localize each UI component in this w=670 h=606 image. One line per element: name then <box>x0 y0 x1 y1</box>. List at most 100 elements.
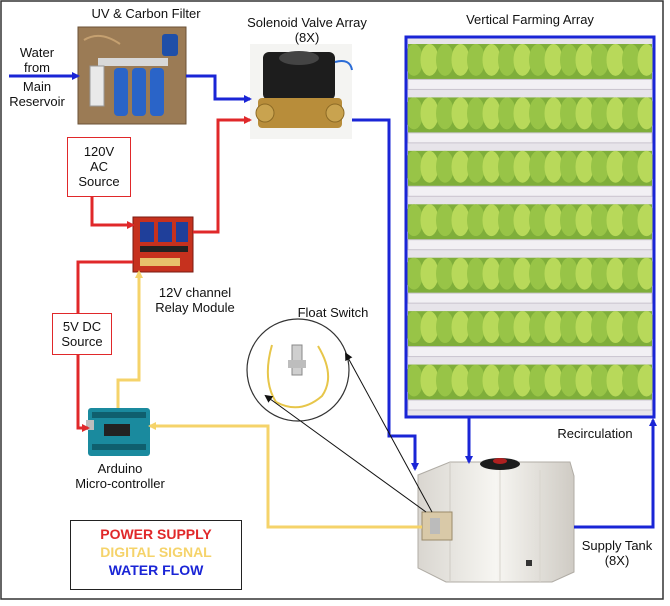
plant-leaf <box>575 150 594 183</box>
plant-leaf <box>420 150 439 183</box>
relay-module-photo <box>132 216 194 273</box>
supply-tank-photo <box>417 458 575 583</box>
plant-leaf <box>591 204 609 237</box>
plant-leaf <box>436 257 454 290</box>
plant-leaf <box>606 257 625 290</box>
plant-leaf <box>622 204 640 237</box>
plant-leaf <box>436 44 454 76</box>
plant-leaf <box>622 150 640 183</box>
solenoid-valve-photo <box>250 44 353 139</box>
plant-leaf <box>575 257 594 290</box>
float-pointer-lines <box>264 352 433 513</box>
dc-line1: 5V DC <box>62 319 102 334</box>
plant-leaf <box>498 44 516 76</box>
relay-label-line1: 12V channel <box>158 285 232 300</box>
ac-line3: Source <box>78 174 120 189</box>
plant-leaf <box>498 364 516 397</box>
plant-leaf <box>405 364 423 397</box>
uv-filter-photo <box>77 26 187 125</box>
plant-leaf <box>436 311 454 344</box>
plant-leaf <box>482 204 501 237</box>
plant-leaf <box>436 364 454 397</box>
uv-filter-label: UV & Carbon Filter <box>91 6 201 21</box>
plant-leaf <box>606 150 625 183</box>
plant-leaf <box>637 311 656 344</box>
plant-leaf <box>606 44 625 76</box>
arduino-label-line2: Micro-controller <box>75 476 165 491</box>
plant-leaf <box>529 204 547 237</box>
plant-leaf <box>451 97 470 130</box>
plant-leaf <box>637 257 656 290</box>
ac-line2: AC <box>89 159 109 174</box>
plant-leaf <box>405 311 423 344</box>
tank-label-line1: Supply Tank <box>581 538 653 553</box>
plant-leaf <box>498 257 516 290</box>
plant-leaf <box>544 257 563 290</box>
plant-leaf <box>591 97 609 130</box>
plant-leaf <box>560 204 578 237</box>
plant-leaf <box>513 204 532 237</box>
plant-leaf <box>606 97 625 130</box>
plant-leaf <box>637 364 656 397</box>
plant-leaf <box>575 44 594 76</box>
plant-leaf <box>560 150 578 183</box>
plant-leaf <box>529 364 547 397</box>
plant-leaf <box>436 97 454 130</box>
float-switch-photo <box>246 318 350 422</box>
plant-leaf <box>513 97 532 130</box>
plant-leaf <box>451 364 470 397</box>
plant-leaf <box>529 311 547 344</box>
farm-shelves <box>405 44 656 411</box>
plant-leaf <box>482 150 501 183</box>
plant-leaf <box>451 311 470 344</box>
plant-leaf <box>451 150 470 183</box>
plant-leaf <box>606 364 625 397</box>
plant-leaf <box>420 44 439 76</box>
float-label: Float Switch <box>297 305 369 320</box>
plant-leaf <box>560 44 578 76</box>
shelf-board <box>407 239 653 251</box>
plant-leaf <box>451 204 470 237</box>
plant-leaf <box>637 150 656 183</box>
plant-leaf <box>606 204 625 237</box>
plant-leaf <box>420 97 439 130</box>
plant-leaf <box>591 44 609 76</box>
plant-leaf <box>606 311 625 344</box>
plant-leaf <box>529 97 547 130</box>
shelf-board <box>407 346 653 358</box>
water-source-line3: Main <box>22 79 52 94</box>
plant-leaf <box>467 97 485 130</box>
plant-leaf <box>436 150 454 183</box>
relay-label-line2: Relay Module <box>155 300 235 315</box>
plant-leaf <box>560 97 578 130</box>
plant-leaf <box>405 150 423 183</box>
plant-leaf <box>622 257 640 290</box>
solenoid-label: Solenoid Valve Array <box>247 15 367 30</box>
plant-leaf <box>560 311 578 344</box>
plant-leaf <box>544 44 563 76</box>
plant-leaf <box>591 257 609 290</box>
water-flow-lines <box>9 72 657 529</box>
plant-leaf <box>498 311 516 344</box>
plant-leaf <box>622 97 640 130</box>
arduino-photo <box>86 408 150 456</box>
plant-leaf <box>420 311 439 344</box>
plant-leaf <box>622 311 640 344</box>
plant-leaf <box>544 97 563 130</box>
plant-leaf <box>467 311 485 344</box>
plant-leaf <box>482 257 501 290</box>
plant-leaf <box>467 44 485 76</box>
solenoid-count: (8X) <box>294 30 320 45</box>
shelf-board <box>407 78 653 90</box>
plant-leaf <box>436 204 454 237</box>
plant-leaf <box>467 364 485 397</box>
plant-leaf <box>560 364 578 397</box>
plant-leaf <box>498 150 516 183</box>
plant-leaf <box>637 44 656 76</box>
plant-leaf <box>467 257 485 290</box>
plant-leaf <box>622 364 640 397</box>
legend: POWER SUPPLY DIGITAL SIGNAL WATER FLOW <box>70 520 242 590</box>
plant-leaf <box>420 257 439 290</box>
